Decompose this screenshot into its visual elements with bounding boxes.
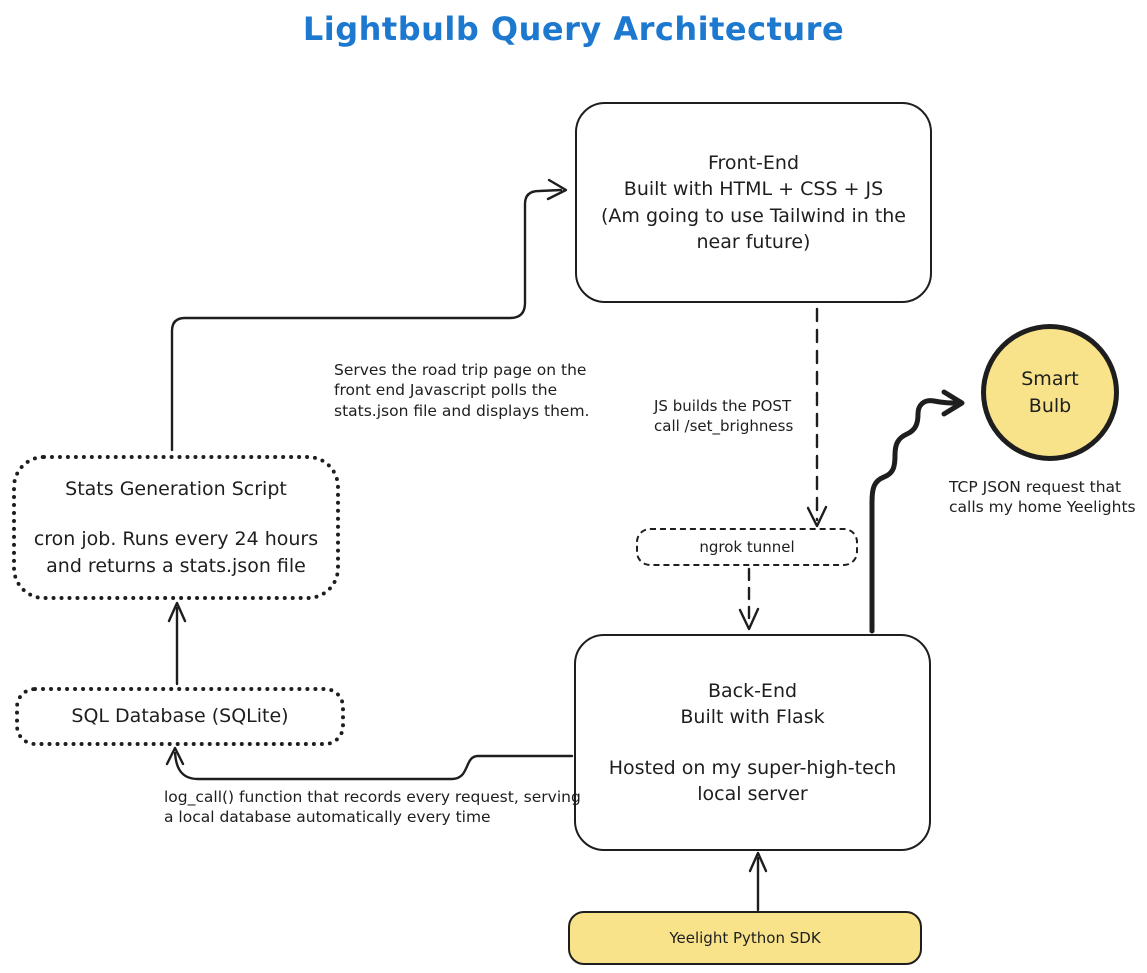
log-call-note: log_call() function that records every r… [164, 788, 581, 827]
stats-script-body: cron job. Runs every 24 hours and return… [33, 528, 319, 577]
js-post-note: JS builds the POST call /set_brighness [654, 397, 794, 435]
ngrok-tunnel-node: ngrok tunnel [636, 528, 858, 566]
stats-script-title: Stats Generation Script [65, 478, 287, 501]
frontend-node: Front-End Built with HTML + CSS + JS (Am… [575, 102, 932, 303]
sql-database-label: SQL Database (SQLite) [71, 705, 289, 728]
backend-line2: Built with Flask [680, 706, 825, 729]
backend-node: Back-End Built with Flask Hosted on my s… [574, 634, 931, 851]
backend-body: Hosted on my super-high-tech local serve… [608, 756, 897, 805]
serves-note: Serves the road trip page on the front e… [334, 361, 590, 420]
frontend-line2: Built with HTML + CSS + JS [623, 178, 884, 201]
yeelight-sdk-label: Yeelight Python SDK [669, 928, 821, 947]
arrow-sql-to-stats [167, 601, 187, 686]
arrow-backend-to-sql [165, 746, 574, 781]
arrow-ngrok-to-backend [738, 567, 760, 631]
smart-bulb-node: Smart Bulb [981, 324, 1119, 461]
tcp-note: TCP JSON request that calls my home Yeel… [949, 478, 1136, 517]
frontend-title: Front-End [707, 152, 800, 175]
ngrok-tunnel-label: ngrok tunnel [699, 537, 795, 556]
sql-database-node: SQL Database (SQLite) [15, 687, 345, 746]
diagram-title: Lightbulb Query Architecture [302, 10, 845, 48]
frontend-line3: (Am going to use Tailwind in the near fu… [600, 204, 906, 253]
arrow-yeelight-to-backend [748, 851, 768, 912]
smart-bulb-label: Smart Bulb [1021, 368, 1079, 417]
yeelight-sdk-node: Yeelight Python SDK [568, 911, 922, 965]
stats-script-node: Stats Generation Script cron job. Runs e… [12, 455, 340, 600]
backend-title: Back-End [707, 680, 798, 703]
